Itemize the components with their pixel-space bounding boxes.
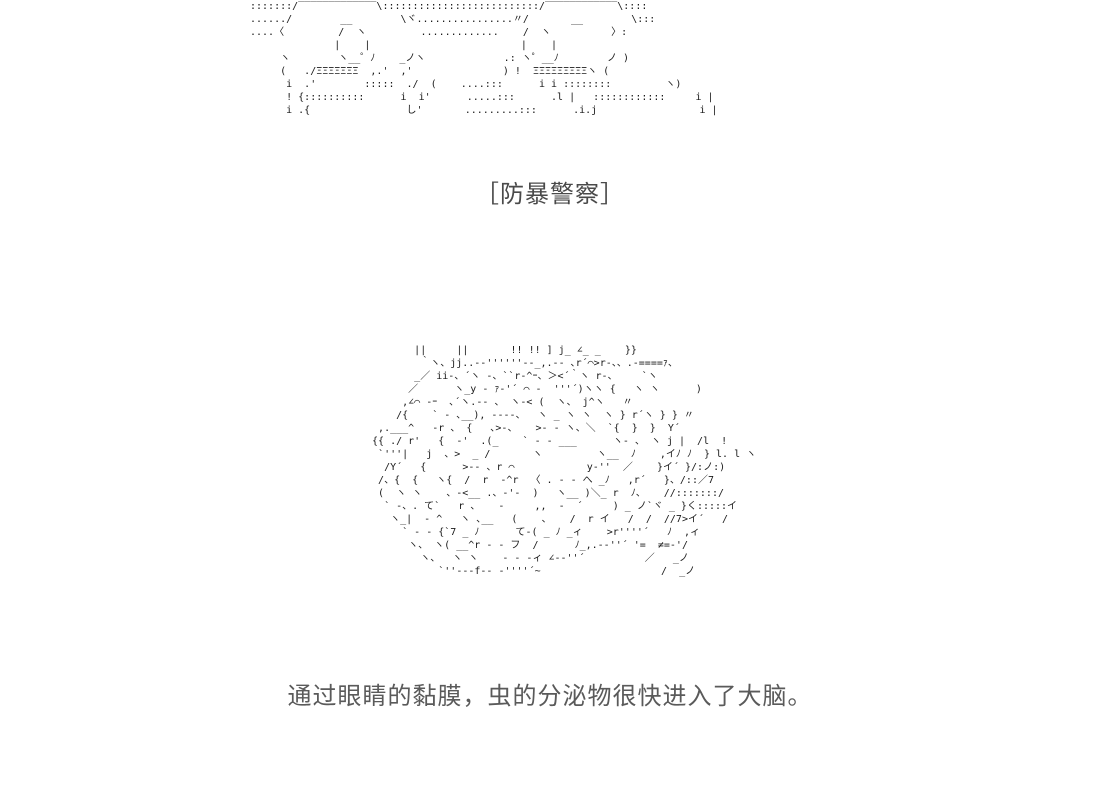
story-caption: 通过眼睛的黏膜，虫的分泌物很快进入了大脑。 [287, 682, 813, 710]
brain-ascii-art: || || !! !! ] j_ ∠_ _ }} ｀ヽ、jj..-‐''''''… [372, 345, 757, 577]
riot-police-caption: ［防暴警察］ [475, 180, 625, 208]
riot-police-ascii-art: :::::::/‾‾‾‾‾‾‾‾‾‾‾‾‾\::::::::::::::::::… [250, 1, 718, 116]
